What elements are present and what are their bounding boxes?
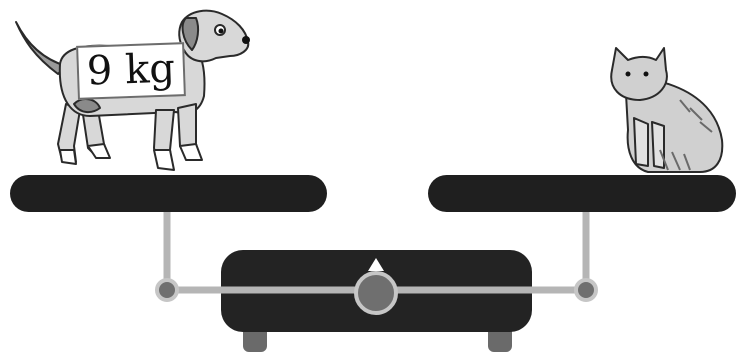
cat-eye-right bbox=[644, 72, 649, 77]
dog-weight-label: 9 kg bbox=[76, 42, 186, 100]
cat-eye-left bbox=[626, 72, 631, 77]
dog-tail bbox=[16, 22, 66, 74]
cat-front-legs bbox=[634, 118, 664, 168]
cat-illustration bbox=[611, 48, 722, 172]
dog-paws bbox=[60, 144, 202, 170]
cat-head bbox=[611, 48, 667, 100]
dog-pupil bbox=[219, 29, 224, 34]
center-pivot bbox=[356, 273, 396, 313]
dog-nose bbox=[242, 36, 250, 44]
right-pan bbox=[428, 175, 736, 212]
left-pivot bbox=[157, 280, 177, 300]
left-pan bbox=[10, 175, 327, 212]
right-pivot bbox=[576, 280, 596, 300]
